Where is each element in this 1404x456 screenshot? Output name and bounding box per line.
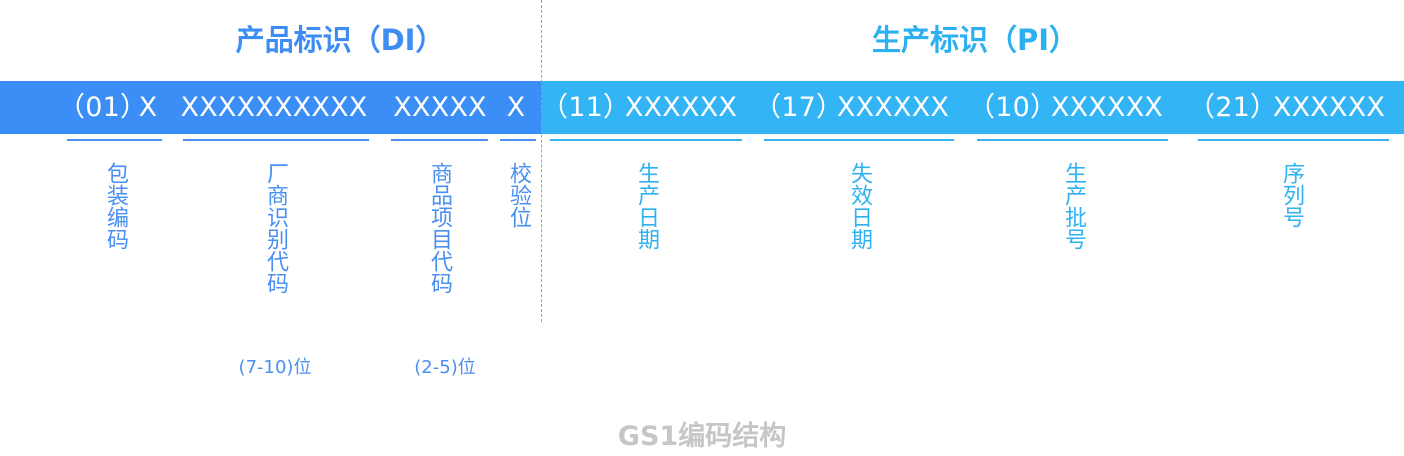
ai-17-code: （17）	[754, 92, 844, 123]
ai-10-code: （10）	[968, 92, 1058, 123]
item-reference-digit-note: (2-5)位	[414, 357, 476, 378]
company-prefix-label: 厂商识别代码	[263, 162, 288, 294]
ai-01-code: （01）	[58, 92, 148, 123]
company-prefix-digit-note: (7-10)位	[238, 357, 312, 378]
company-prefix-placeholder: XXXXXXXXXX	[180, 92, 368, 123]
packaging-code-label: 包装编码	[103, 162, 128, 250]
check-digit-placeholder: X	[506, 92, 526, 123]
di-code-bar	[0, 81, 542, 134]
item-reference-placeholder: XXXXX	[393, 92, 487, 123]
ai-21-code: （21）	[1188, 92, 1278, 123]
expiry-date-underline	[764, 139, 954, 141]
check-digit-underline	[500, 139, 536, 141]
expiry-date-label: 失效日期	[847, 162, 872, 250]
packaging-code-underline	[67, 139, 162, 141]
pi-code-bar	[542, 81, 1404, 134]
production-date-placeholder: XXXXXX	[624, 92, 738, 123]
figure-caption: GS1编码结构	[617, 421, 787, 452]
expiry-date-placeholder: XXXXXX	[836, 92, 950, 123]
serial-number-placeholder: XXXXXX	[1272, 92, 1386, 123]
di-pi-divider	[541, 0, 542, 322]
batch-number-label: 生产批号	[1061, 162, 1086, 250]
item-reference-underline	[391, 139, 488, 141]
production-date-label: 生产日期	[634, 162, 659, 250]
check-digit-label: 校验位	[506, 162, 531, 228]
pi-section-title: 生产标识（PI）	[871, 23, 1079, 57]
packaging-code-placeholder: X	[138, 92, 158, 123]
production-date-underline	[550, 139, 742, 141]
batch-number-placeholder: XXXXXX	[1050, 92, 1164, 123]
company-prefix-underline	[183, 139, 369, 141]
serial-number-underline	[1198, 139, 1389, 141]
item-reference-label: 商品项目代码	[427, 162, 452, 294]
serial-number-label: 序列号	[1279, 162, 1304, 228]
batch-number-underline	[977, 139, 1168, 141]
di-section-title: 产品标识（DI）	[235, 23, 445, 57]
ai-11-code: （11）	[541, 92, 631, 123]
